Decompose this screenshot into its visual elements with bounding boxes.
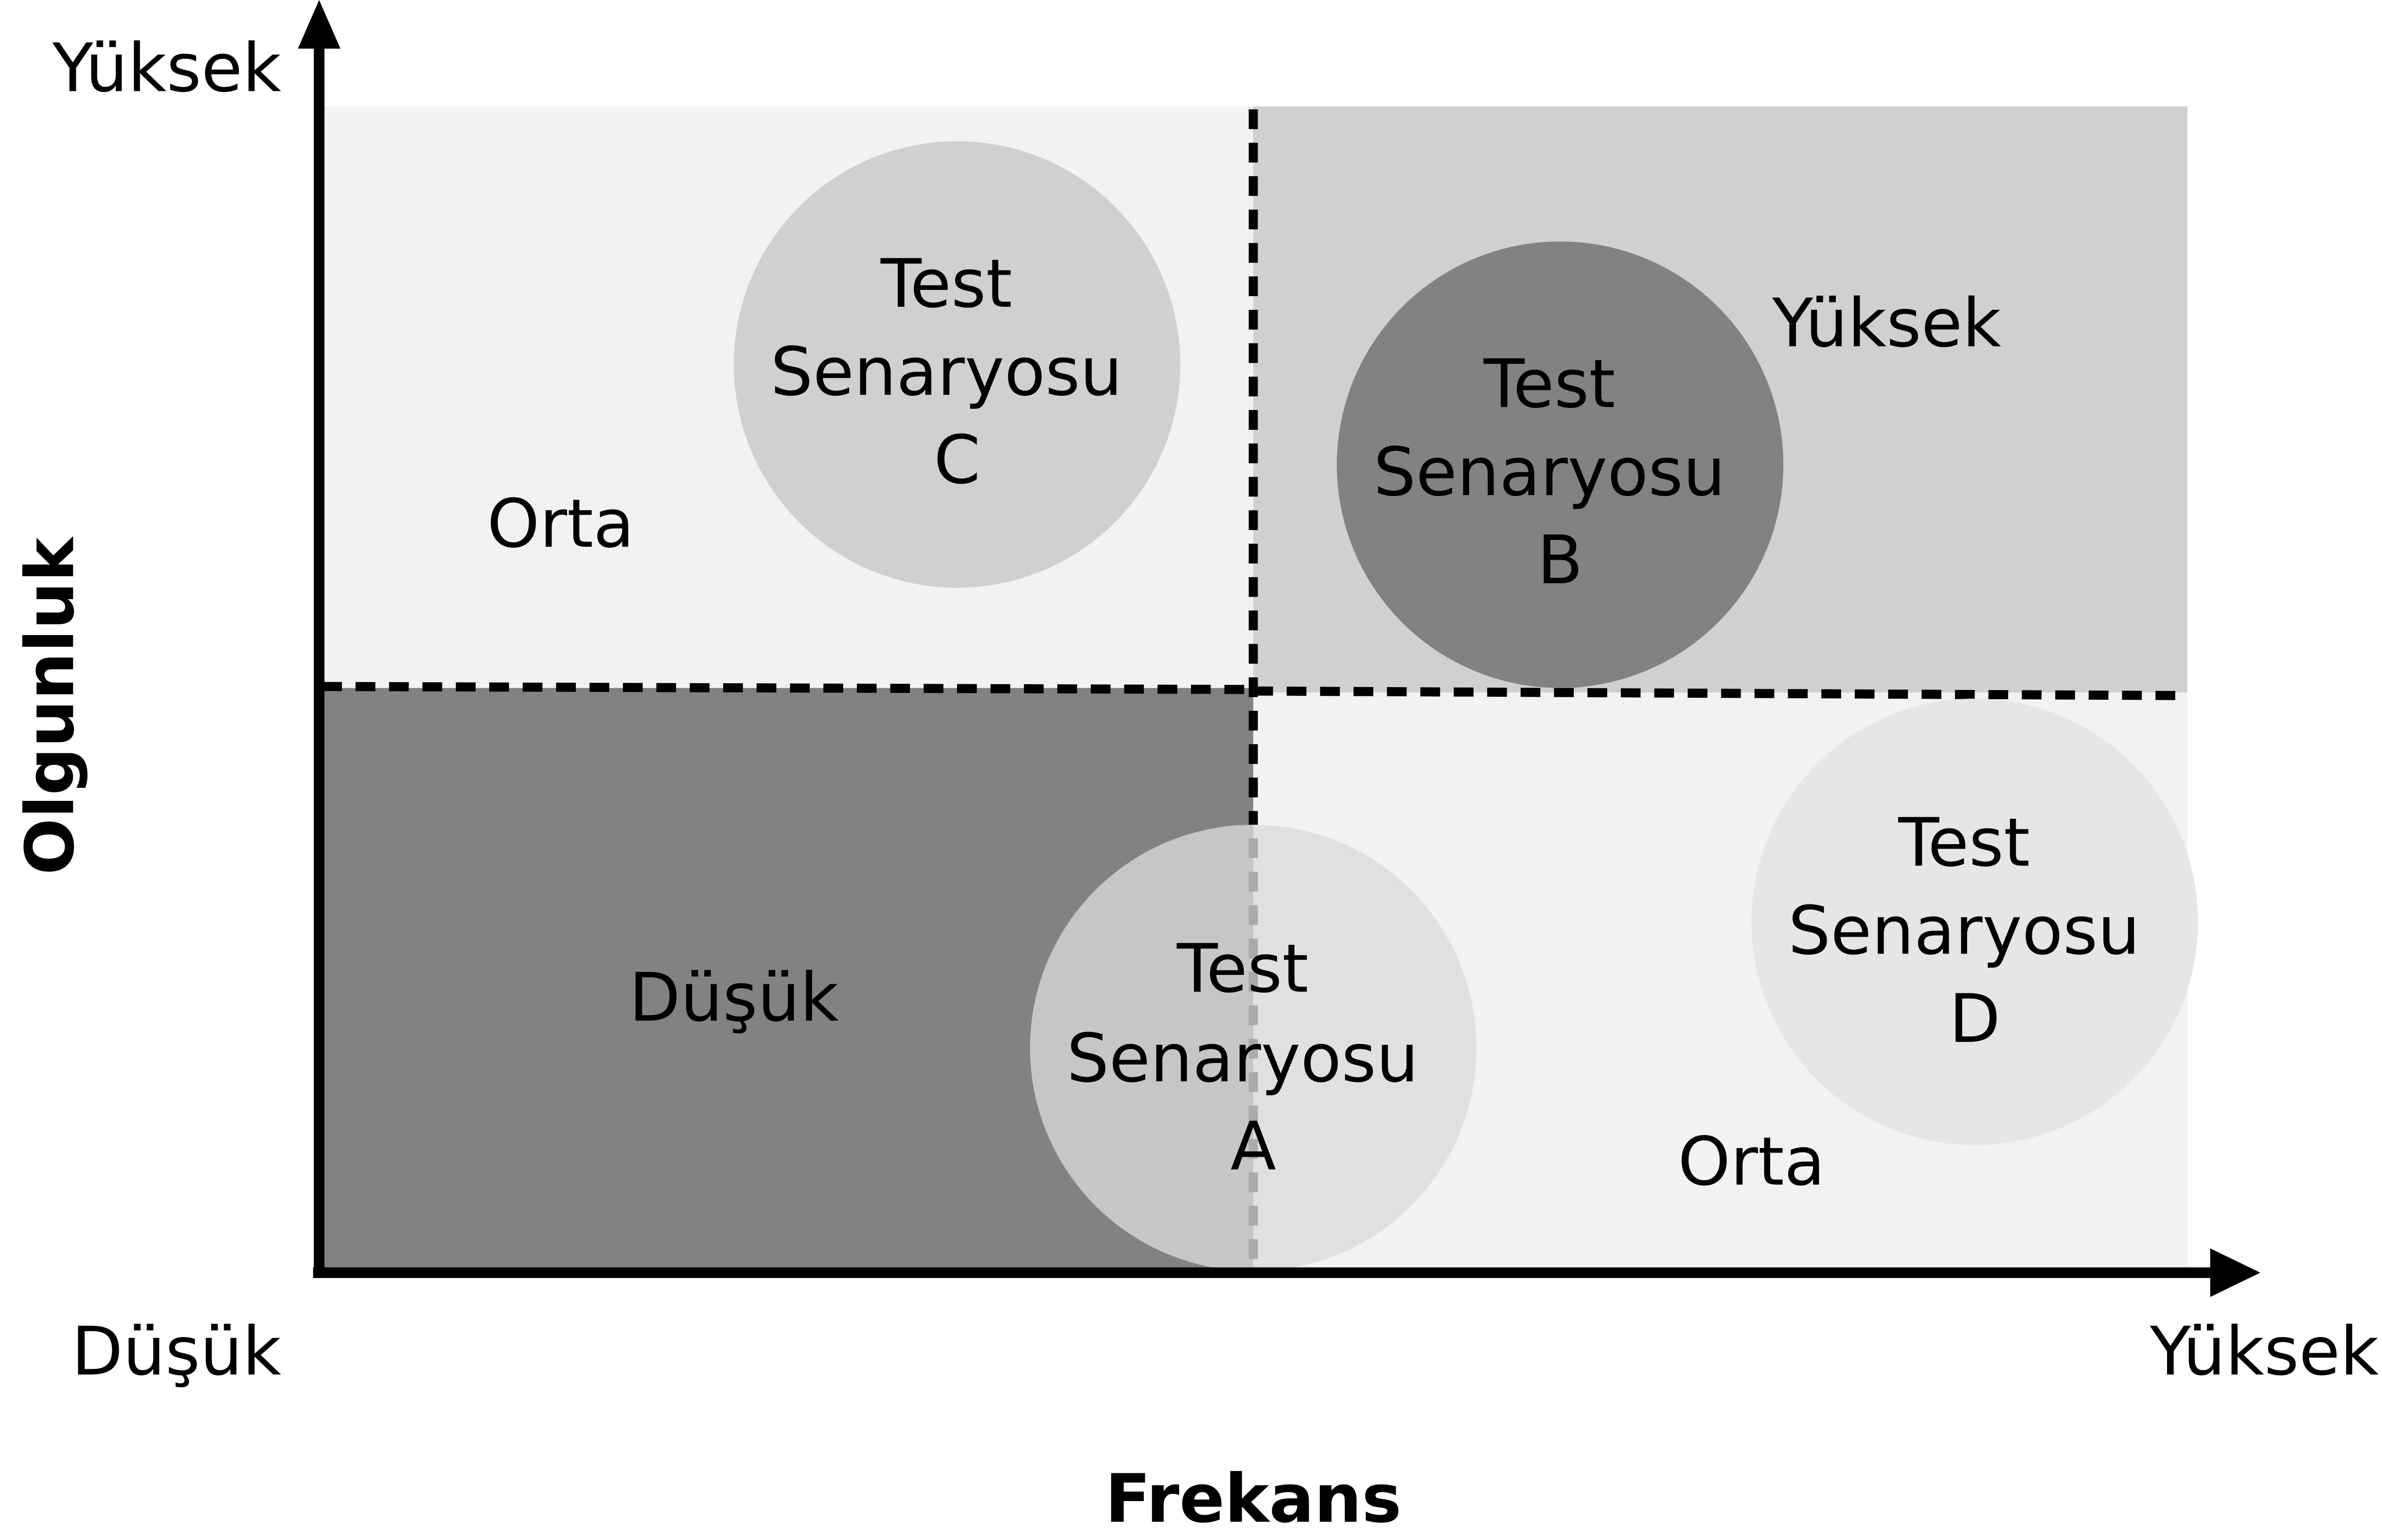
- scenario-a-label: Test Senaryosu A: [1067, 930, 1419, 1185]
- svg-text:Test: Test: [1176, 930, 1309, 1008]
- svg-text:Senaryosu: Senaryosu: [1788, 892, 2140, 970]
- svg-text:Senaryosu: Senaryosu: [1373, 433, 1725, 511]
- quadrant-top-left-label: Orta: [487, 485, 634, 563]
- quadrant-bottom-right-label: Orta: [1678, 1123, 1825, 1201]
- scenario-d-circle: [1751, 698, 2198, 1145]
- svg-text:D: D: [1949, 980, 2001, 1058]
- horizontal-divider-left: [322, 682, 1254, 694]
- svg-text:Test: Test: [1898, 804, 2030, 882]
- svg-text:A: A: [1230, 1108, 1276, 1186]
- y-axis-high-label: Yüksek: [52, 29, 282, 107]
- svg-text:Test: Test: [880, 245, 1013, 323]
- quadrant-bottom-left-label: Düşük: [629, 959, 839, 1037]
- scenario-a-circle: [1030, 825, 1477, 1272]
- x-axis-title: Frekans: [1105, 1460, 1402, 1538]
- y-axis-title: Olgunluk: [11, 536, 89, 875]
- quadrant-top-right-label: Yüksek: [1772, 284, 2001, 362]
- y-axis-arrow-icon: [298, 0, 340, 49]
- svg-text:Senaryosu: Senaryosu: [1067, 1020, 1419, 1097]
- scenario-b-circle: [1336, 241, 1784, 688]
- x-axis-arrow-icon: [2210, 1248, 2260, 1297]
- svg-text:Senaryosu: Senaryosu: [770, 333, 1122, 411]
- scenario-c-circle: [733, 141, 1181, 588]
- horizontal-divider-right: [1253, 686, 2187, 700]
- svg-text:B: B: [1537, 521, 1583, 599]
- x-axis-low-label: Düşük: [71, 1313, 282, 1391]
- scenario-c-label: Test Senaryosu C: [770, 245, 1122, 499]
- svg-text:Test: Test: [1483, 345, 1616, 423]
- svg-text:C: C: [934, 421, 980, 499]
- scenario-b-label: Test Senaryosu B: [1373, 345, 1725, 599]
- scenario-d-label: Test Senaryosu D: [1788, 804, 2140, 1058]
- x-axis-high-label: Yüksek: [2150, 1313, 2379, 1391]
